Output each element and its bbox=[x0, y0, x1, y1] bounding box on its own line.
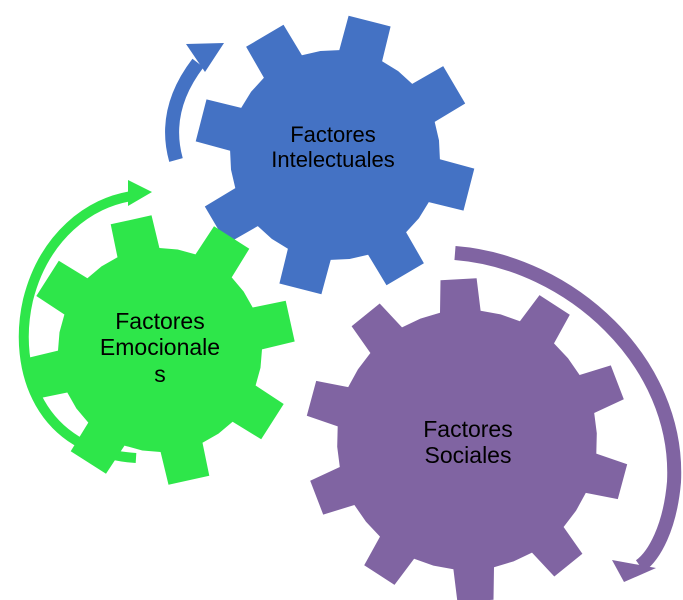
gear-icon bbox=[306, 278, 628, 600]
gear-intelectuales bbox=[165, 15, 475, 295]
gear-emocionales bbox=[18, 180, 295, 485]
circular-arrow-emocionales-icon bbox=[18, 191, 137, 463]
gear-label-sociales: Factores Sociales bbox=[423, 416, 513, 469]
gear-label-emocionales: Factores Emocionale s bbox=[99, 308, 221, 387]
arrowhead-sociales-icon bbox=[612, 560, 656, 582]
gear-icon bbox=[25, 215, 295, 485]
gear-icon bbox=[195, 15, 475, 295]
arrowhead-intelectuales-icon bbox=[186, 43, 224, 72]
gear-sociales bbox=[306, 246, 682, 600]
arrowhead-emocionales-icon bbox=[128, 180, 152, 206]
circular-arrow-intelectuales-icon bbox=[165, 58, 204, 162]
gear-label-intelectuales: Factores Intelectuales bbox=[271, 122, 395, 173]
circular-arrow-sociales-icon bbox=[454, 246, 682, 572]
